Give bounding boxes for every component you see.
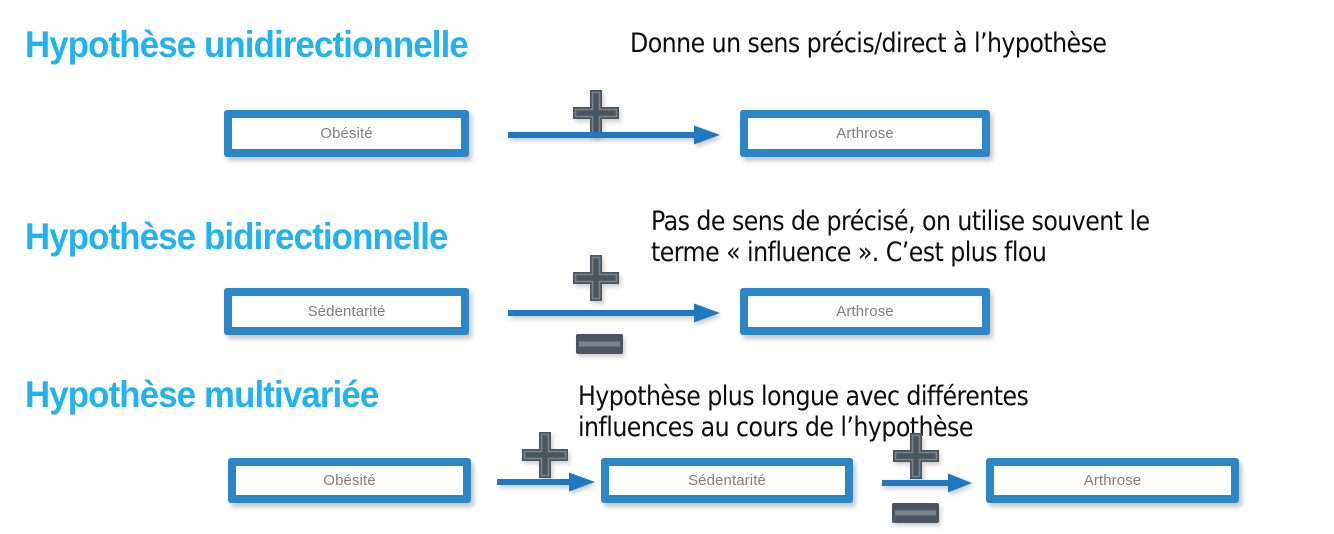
arrow-right-icon bbox=[497, 471, 595, 498]
node-box-inner: Arthrose bbox=[748, 118, 982, 149]
node-box[interactable]: Arthrose bbox=[986, 458, 1239, 503]
section-title-multivariate: Hypothèse multivariée bbox=[25, 374, 379, 415]
section-title-bidirectional: Hypothèse bidirectionnelle bbox=[25, 216, 448, 257]
node-box[interactable]: Arthrose bbox=[740, 288, 990, 335]
plus-icon bbox=[522, 432, 568, 483]
node-box[interactable]: Obésité bbox=[224, 110, 469, 157]
node-label: Sédentarité bbox=[688, 472, 766, 489]
node-label: Sédentarité bbox=[307, 303, 386, 320]
node-box[interactable]: Sédentarité bbox=[601, 458, 853, 503]
node-box-inner: Arthrose bbox=[748, 296, 982, 327]
node-label: Arthrose bbox=[836, 125, 894, 142]
node-box[interactable]: Obésité bbox=[228, 458, 471, 503]
arrow-right-icon bbox=[882, 472, 972, 499]
node-label: Arthrose bbox=[836, 303, 894, 320]
node-box-inner: Obésité bbox=[236, 466, 463, 495]
node-box-inner: Sédentarité bbox=[232, 296, 461, 327]
node-box-inner: Obésité bbox=[232, 118, 461, 149]
annotation-unidirectional: Donne un sens précis/direct à l’hypothès… bbox=[630, 28, 1107, 60]
plus-icon bbox=[893, 433, 939, 484]
plus-icon bbox=[573, 255, 619, 306]
node-box[interactable]: Sédentarité bbox=[224, 288, 469, 335]
node-box[interactable]: Arthrose bbox=[740, 110, 990, 157]
node-box-inner: Sédentarité bbox=[609, 466, 845, 495]
arrow-right-icon bbox=[508, 124, 720, 151]
node-label: Arthrose bbox=[1083, 472, 1142, 489]
node-label: Obésité bbox=[320, 125, 373, 142]
arrow-right-icon bbox=[508, 302, 720, 329]
annotation-multivariate: Hypothèse plus longue avec différentes i… bbox=[578, 381, 1029, 444]
node-box-inner: Arthrose bbox=[994, 466, 1231, 495]
section-title-unidirectional: Hypothèse unidirectionnelle bbox=[25, 24, 469, 65]
node-label: Obésité bbox=[323, 472, 376, 489]
annotation-bidirectional: Pas de sens de précisé, on utilise souve… bbox=[651, 206, 1150, 269]
minus-icon bbox=[892, 503, 939, 528]
minus-icon bbox=[576, 334, 623, 359]
